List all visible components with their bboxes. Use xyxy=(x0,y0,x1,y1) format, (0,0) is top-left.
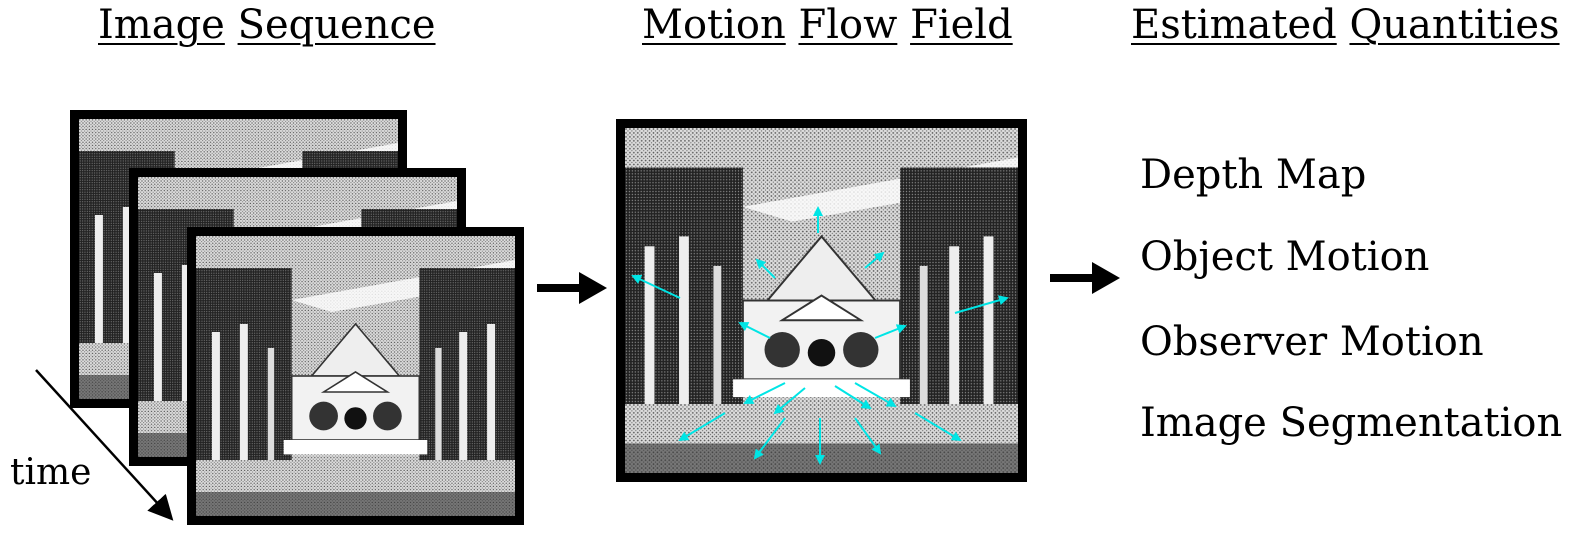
heading-word: Quantities xyxy=(1349,2,1560,48)
right-arrow-icon xyxy=(1050,262,1120,294)
heading-word: Sequence xyxy=(237,2,436,48)
heading-image-sequence: Image Sequence xyxy=(98,2,436,48)
heading-word: Field xyxy=(910,2,1013,48)
heading-word: Flow xyxy=(798,2,898,48)
time-label: time xyxy=(10,452,92,493)
flow-field-image xyxy=(625,128,1018,473)
heading-word: Image xyxy=(98,2,225,48)
quantity-image-segmentation: Image Segmentation xyxy=(1140,400,1563,446)
quantity-observer-motion: Observer Motion xyxy=(1140,319,1484,365)
quantity-depth-map: Depth Map xyxy=(1140,152,1367,198)
heading-word: Motion xyxy=(642,2,786,48)
sequence-frame-3 xyxy=(187,227,524,525)
heading-motion-flow-field: Motion Flow Field xyxy=(642,2,1013,48)
quantity-object-motion: Object Motion xyxy=(1140,234,1430,280)
heading-estimated-quantities: Estimated Quantities xyxy=(1131,2,1560,48)
flow-field-frame xyxy=(616,119,1027,482)
flow-vectors xyxy=(631,206,1009,465)
heading-word: Estimated xyxy=(1131,2,1337,48)
right-arrow-icon xyxy=(537,272,607,304)
street-scene-image xyxy=(196,236,515,516)
time-arrow xyxy=(35,369,174,521)
